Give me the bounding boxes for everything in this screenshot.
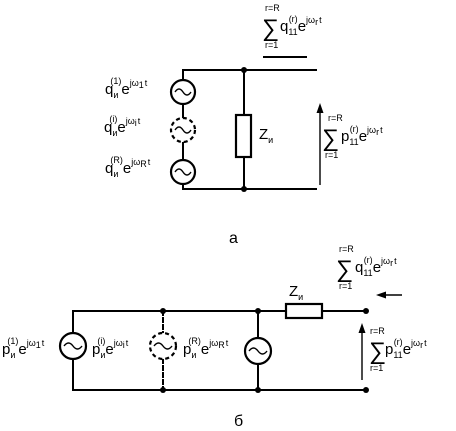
b-node-bottom-r <box>255 387 261 393</box>
a-current-sum-sigma: ∑ <box>262 15 279 42</box>
a-current-sum-lower: r=1 <box>265 40 278 50</box>
a-voltage-sum-upper: r=R <box>328 113 343 123</box>
a-caption: а <box>229 230 238 247</box>
b-source-r-icon <box>243 336 273 366</box>
b-current-sum-lower: r=1 <box>339 281 352 291</box>
diagram-a: qи(1)ejω1t qи(i)ejωit qи(R)ejωRt Zи r=R … <box>104 3 383 247</box>
b-current-arrow-icon <box>376 291 402 299</box>
a-current-sum-term: q11(r)ejωrt <box>280 14 322 37</box>
a-source-1-label: qи(1)ejω1t <box>105 76 148 100</box>
a-node-top <box>241 67 247 73</box>
b-current-sum-upper: r=R <box>339 244 354 254</box>
b-source-i-icon <box>148 331 178 361</box>
a-impedance-label: Zи <box>259 126 273 145</box>
a-voltage-sum-lower: r=1 <box>325 150 338 160</box>
b-source-1-label: pи(1)ejω1t <box>2 336 45 360</box>
b-current-sum-sigma: ∑ <box>336 256 353 283</box>
a-source-r-label: qи(R)ejωRt <box>105 155 151 179</box>
b-impedance-icon <box>284 302 324 320</box>
b-voltage-sum-term: p11(r)ejωrt <box>385 337 427 360</box>
a-voltage-sum-sigma: ∑ <box>322 125 339 152</box>
b-current-sum-term: q11(r)ejωrt <box>355 255 397 278</box>
a-voltage-sum-term: p11(r)ejωrt <box>341 124 383 147</box>
diagram-b: pи(1)ejω1t pи(i)ejωit pи(R)ejωRt Zи r=R … <box>2 244 427 430</box>
b-node-top-r <box>255 308 261 314</box>
b-voltage-sum-upper: r=R <box>370 326 385 336</box>
b-caption: б <box>234 413 243 430</box>
a-voltage-arrow-icon <box>316 103 324 185</box>
a-source-r-icon <box>169 158 197 186</box>
b-node-top-i <box>160 308 166 314</box>
b-voltage-arrow-icon <box>358 323 366 380</box>
b-source-i-label: pи(i)ejωit <box>92 336 129 360</box>
a-source-i-icon <box>169 116 197 144</box>
a-current-sum-upper: r=R <box>265 3 280 13</box>
b-impedance-label: Zи <box>289 283 303 302</box>
b-terminal-top <box>363 308 369 314</box>
b-voltage-sum-sigma: ∑ <box>369 338 386 365</box>
b-voltage-sum-lower: r=1 <box>370 363 383 373</box>
b-terminal-bottom <box>363 387 369 393</box>
a-source-1-icon <box>169 78 197 106</box>
a-node-bottom <box>241 186 247 192</box>
b-node-bottom-i <box>160 387 166 393</box>
a-source-i-label: qи(i)ejωit <box>104 114 141 138</box>
a-impedance-icon <box>234 113 253 159</box>
b-source-1-icon <box>58 331 88 361</box>
b-source-r-label: pи(R)ejωRt <box>183 336 229 360</box>
